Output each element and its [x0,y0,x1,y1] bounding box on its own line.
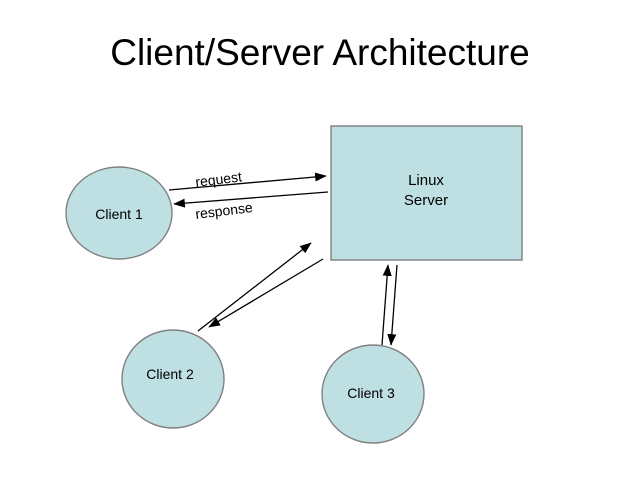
server-to-client3-line[interactable] [387,264,398,346]
page-title: Client/Server Architecture [110,32,530,73]
response-arrow-line[interactable] [173,191,329,208]
linux-server-label-line1: Linux [408,172,444,189]
request-arrow-line[interactable] [168,172,327,191]
server-to-client2-line[interactable] [208,258,324,328]
linux-server-box[interactable] [330,125,523,261]
client2-to-server-line[interactable] [197,242,312,332]
client-3-shape[interactable] [321,344,425,444]
client-1-label: Client 1 [95,206,143,222]
client3-to-server-line[interactable] [381,264,392,346]
linux-server-label-line2: Server [404,192,448,209]
client-2-shape[interactable] [121,329,225,429]
request-label: request [194,168,242,190]
client-2-label: Client 2 [146,366,194,382]
response-label: response [194,199,253,222]
client-1-shape[interactable] [65,166,173,260]
client-3-label: Client 3 [347,385,395,401]
